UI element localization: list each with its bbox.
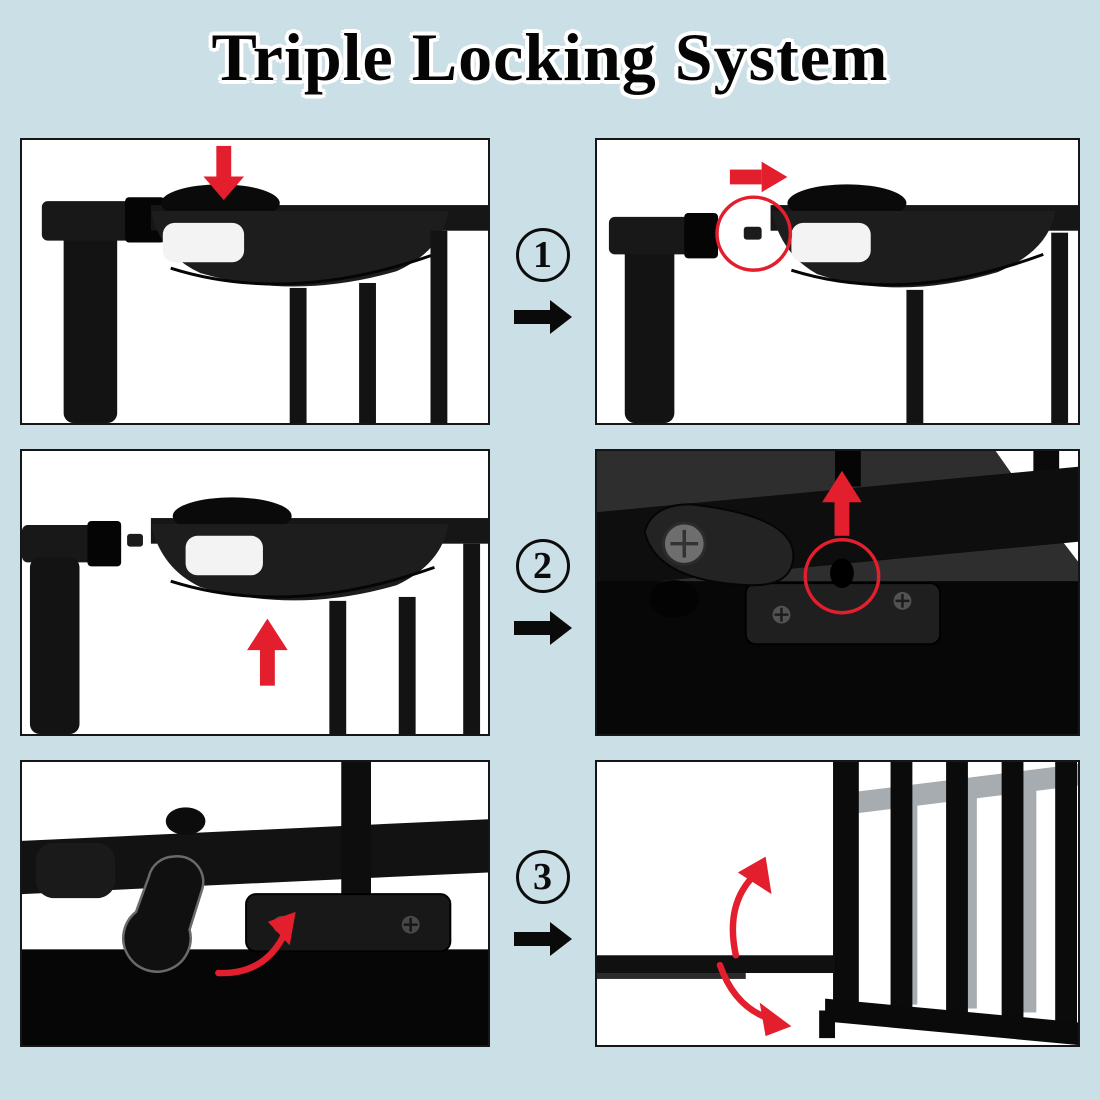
step-number-3: 3 — [533, 855, 552, 898]
gate-artwork — [41, 184, 488, 423]
lever-screw-icon — [661, 521, 707, 566]
red-arrow-down-icon — [203, 145, 245, 201]
red-highlight-circle — [803, 538, 881, 615]
gate-handle-press-down-illustration — [41, 145, 488, 423]
panel-step1-before — [20, 138, 490, 425]
bottom-lock-artwork — [22, 762, 488, 1045]
gate-artwork — [597, 762, 1078, 1045]
lock-lever — [122, 855, 205, 973]
plate-screw-icon — [401, 915, 420, 934]
gate-artwork — [608, 184, 1078, 423]
gate-handle-lift-up-illustration — [22, 497, 488, 734]
gate-swings-both-ways-illustration — [597, 762, 1078, 1045]
panel-step2-before — [20, 449, 490, 736]
red-curved-arrow-icon — [215, 911, 296, 977]
steps-grid: 1 — [20, 138, 1080, 1047]
step-number-circle-1: 1 — [515, 227, 570, 282]
step-indicator-1: 1 — [490, 138, 595, 425]
step-number-2: 2 — [533, 544, 552, 587]
gate-artwork — [22, 497, 488, 734]
step-number-1: 1 — [533, 233, 552, 276]
bottom-lock-pin-release-illustration — [597, 451, 1078, 734]
black-arrow-right-icon — [513, 298, 572, 336]
red-highlight-circle — [715, 195, 793, 272]
step-number-circle-2: 2 — [515, 538, 570, 593]
panel-step2-after — [595, 449, 1080, 736]
plate-screw-icon — [893, 592, 912, 610]
page-title: Triple Locking System — [211, 19, 889, 95]
step-indicator-2: 2 — [490, 449, 595, 736]
black-arrow-right-icon — [513, 609, 572, 647]
panel-step3-after — [595, 760, 1080, 1047]
gate-latch-slide-right-illustration — [608, 161, 1078, 423]
red-arrow-up-icon — [247, 618, 288, 686]
plate-screw-icon — [772, 605, 791, 624]
black-arrow-right-icon — [513, 920, 572, 958]
red-arrow-up-icon — [822, 470, 862, 536]
panel-step3-before — [20, 760, 490, 1047]
red-curved-arrow-down-icon — [716, 961, 792, 1037]
panel-step1-after — [595, 138, 1080, 425]
step-number-circle-3: 3 — [515, 849, 570, 904]
bottom-lock-lever-rotate-illustration — [22, 762, 488, 1045]
step-indicator-3: 3 — [490, 760, 595, 1047]
red-curved-arrow-up-icon — [729, 856, 772, 959]
red-arrow-right-icon — [729, 161, 788, 193]
